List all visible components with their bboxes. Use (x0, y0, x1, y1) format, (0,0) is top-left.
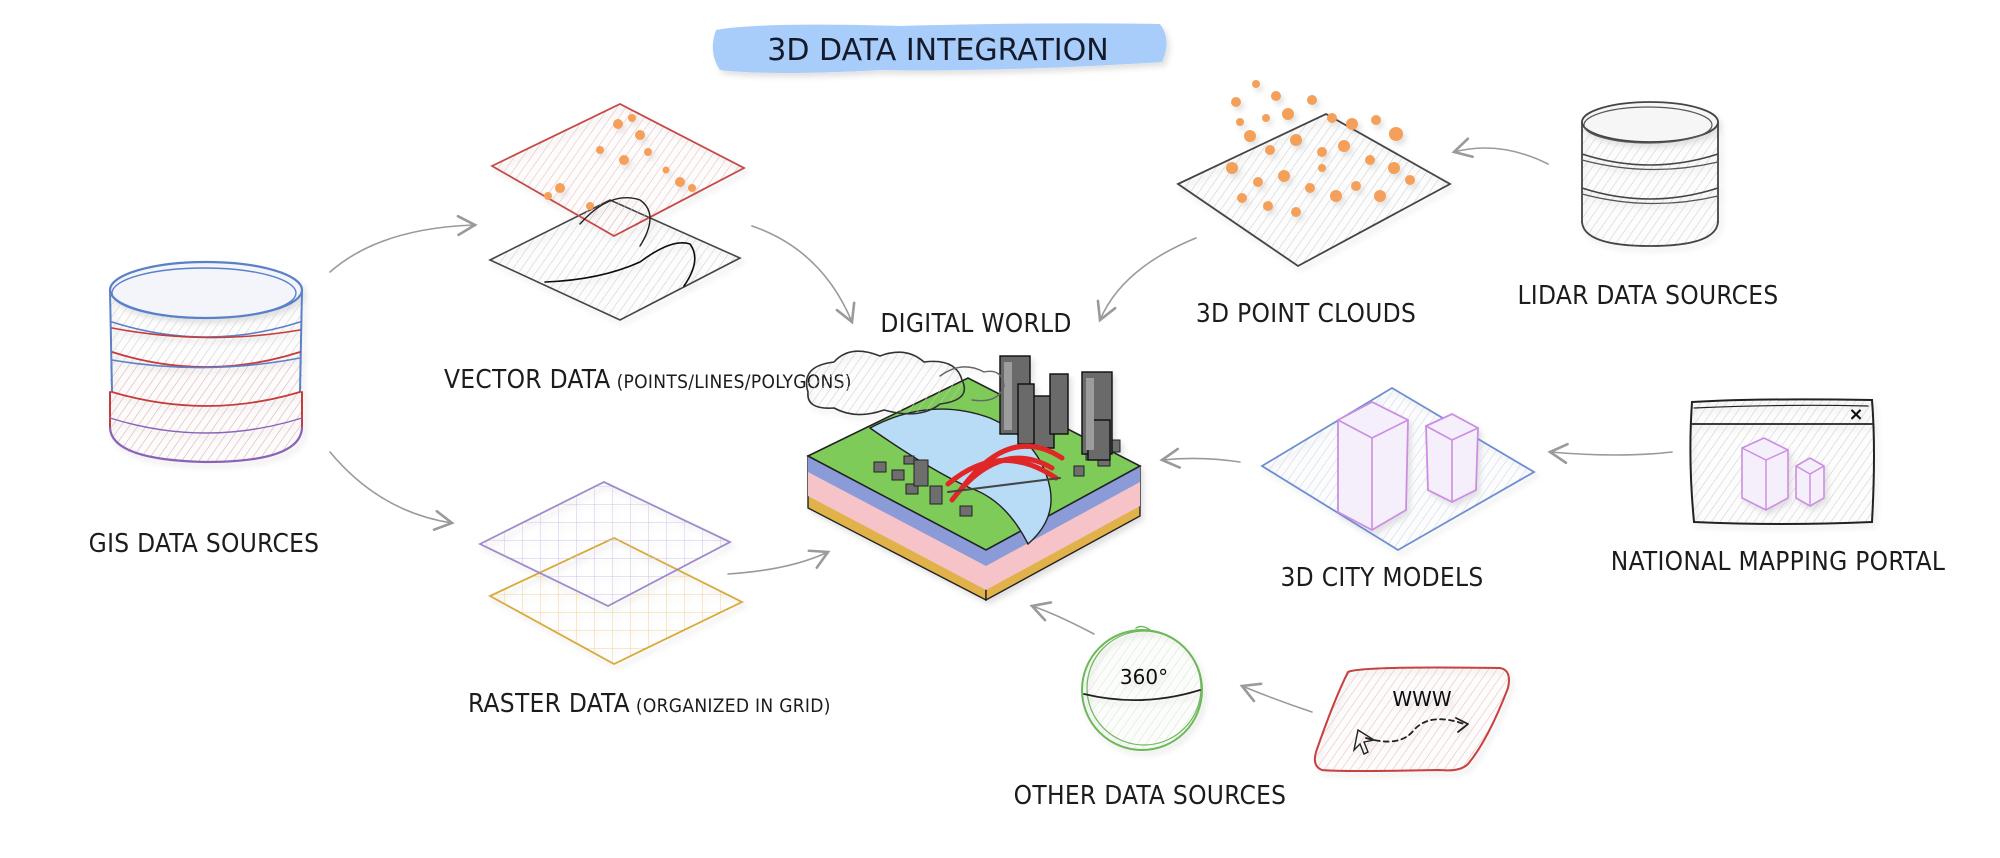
cursor-icon (1352, 728, 1376, 755)
globe-icon: 360° (1081, 625, 1203, 751)
city-models-node: 3D CITY MODELS (1260, 386, 1536, 593)
raster-grid-icon (477, 480, 745, 666)
point-cloud-icon (1176, 80, 1452, 268)
www-node: WWW (1313, 666, 1510, 772)
city-model-icon (1260, 386, 1536, 552)
title-banner: 3D DATA INTEGRATION (712, 23, 1167, 73)
point-clouds-label: 3D POINT CLOUDS (1196, 299, 1416, 329)
cloud-icon (805, 350, 1005, 416)
arrow-pointclouds-to-world (1096, 237, 1197, 323)
arrow-gis-to-vector (329, 214, 478, 273)
globe-360-text: 360° (1120, 665, 1168, 689)
other-data-sources-node: 360° OTHER DATA SOURCES (1014, 625, 1287, 811)
city-models-label: 3D CITY MODELS (1280, 563, 1483, 593)
digital-world-node: DIGITAL WORLD (805, 309, 1142, 602)
database-icon (108, 260, 304, 464)
arrow-raster-to-world (727, 549, 831, 575)
arrow-lidar-to-pointclouds (1451, 137, 1549, 165)
digital-world-label: DIGITAL WORLD (880, 309, 1071, 339)
arrow-gis-to-raster (329, 451, 455, 531)
raster-data-label: RASTER DATA(ORGANIZED IN GRID) (468, 689, 831, 719)
browser-window-icon: × (1689, 398, 1875, 525)
point-cloud-points (1226, 80, 1415, 217)
mapping-portal-node: × NATIONAL MAPPING PORTAL (1611, 398, 1945, 577)
arrow-other-to-world (1029, 601, 1095, 635)
lidar-data-sources-node: LIDAR DATA SOURCES (1517, 101, 1778, 311)
mapping-portal-label: NATIONAL MAPPING PORTAL (1611, 547, 1945, 577)
close-icon: × (1848, 404, 1863, 425)
arrow-www-to-other (1239, 682, 1313, 713)
arrow-portal-to-citymodels (1547, 442, 1673, 465)
digital-world-icon (805, 350, 1142, 602)
arrow-vector-to-world (751, 225, 856, 325)
gis-data-sources-node: GIS DATA SOURCES (89, 260, 320, 559)
www-text: WWW (1392, 687, 1452, 711)
page-title: 3D DATA INTEGRATION (767, 33, 1108, 68)
point-clouds-node: 3D POINT CLOUDS (1176, 80, 1452, 329)
flow-arrows (329, 137, 1673, 713)
vector-data-label: VECTOR DATA(POINTS/LINES/POLYGONS) (444, 365, 852, 395)
raster-data-node: RASTER DATA(ORGANIZED IN GRID) (468, 480, 831, 719)
lidar-database-icon (1581, 101, 1719, 247)
arrow-citymodels-to-world (1159, 447, 1241, 469)
other-data-sources-label: OTHER DATA SOURCES (1014, 781, 1287, 811)
vector-layers-icon (488, 102, 746, 321)
lidar-data-sources-label: LIDAR DATA SOURCES (1517, 281, 1778, 311)
gis-data-sources-label: GIS DATA SOURCES (89, 529, 320, 559)
vector-points (544, 114, 696, 210)
vector-data-node: VECTOR DATA(POINTS/LINES/POLYGONS) (444, 102, 852, 395)
www-card-icon: WWW (1313, 666, 1510, 772)
